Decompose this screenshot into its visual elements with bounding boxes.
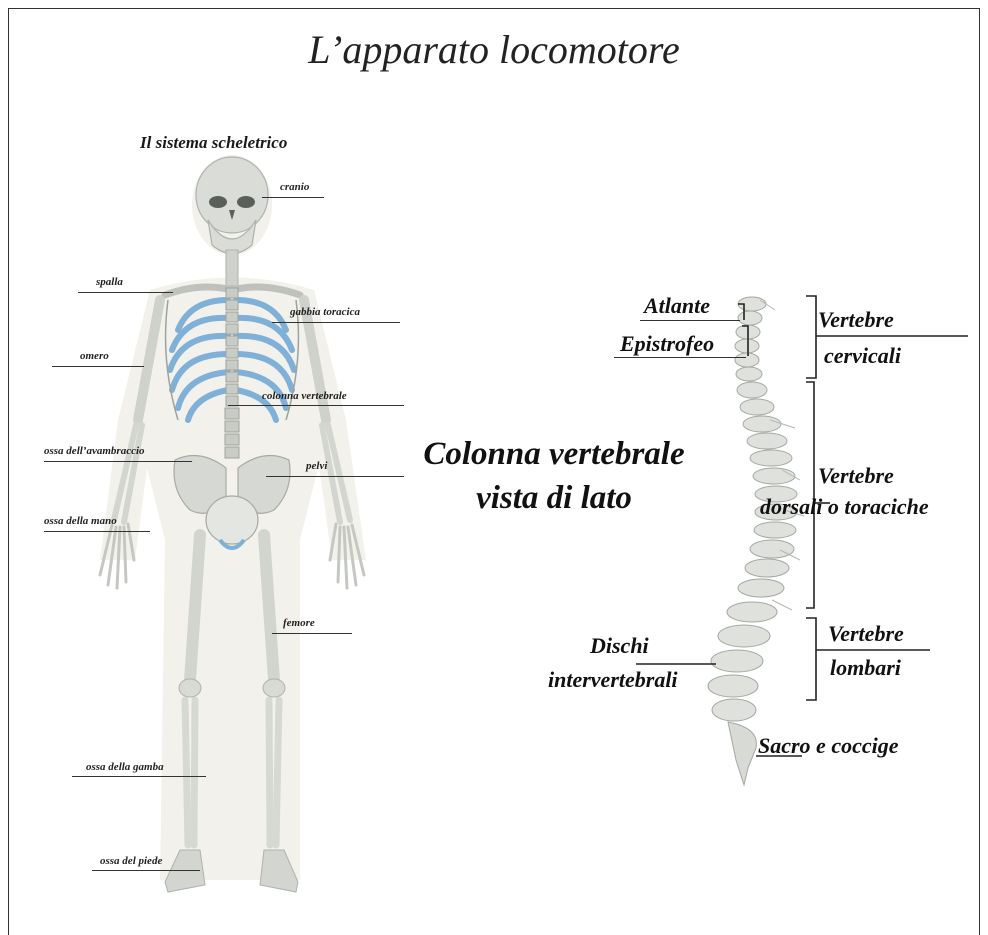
label-cervicali-line1: Vertebre (818, 308, 894, 332)
label-dorsali-line2: dorsali o toraciche (760, 495, 929, 519)
label-lombari-line1: Vertebre (828, 622, 904, 646)
label-sacro-coccige: Sacro e coccige (758, 734, 899, 758)
label-dischi-line1: Dischi (590, 634, 649, 658)
label-cervicali-line2: cervicali (824, 344, 901, 368)
label-dischi-line2: intervertebrali (548, 668, 678, 692)
label-lombari-line2: lombari (830, 656, 901, 680)
label-dorsali-line1: Vertebre (818, 464, 894, 488)
